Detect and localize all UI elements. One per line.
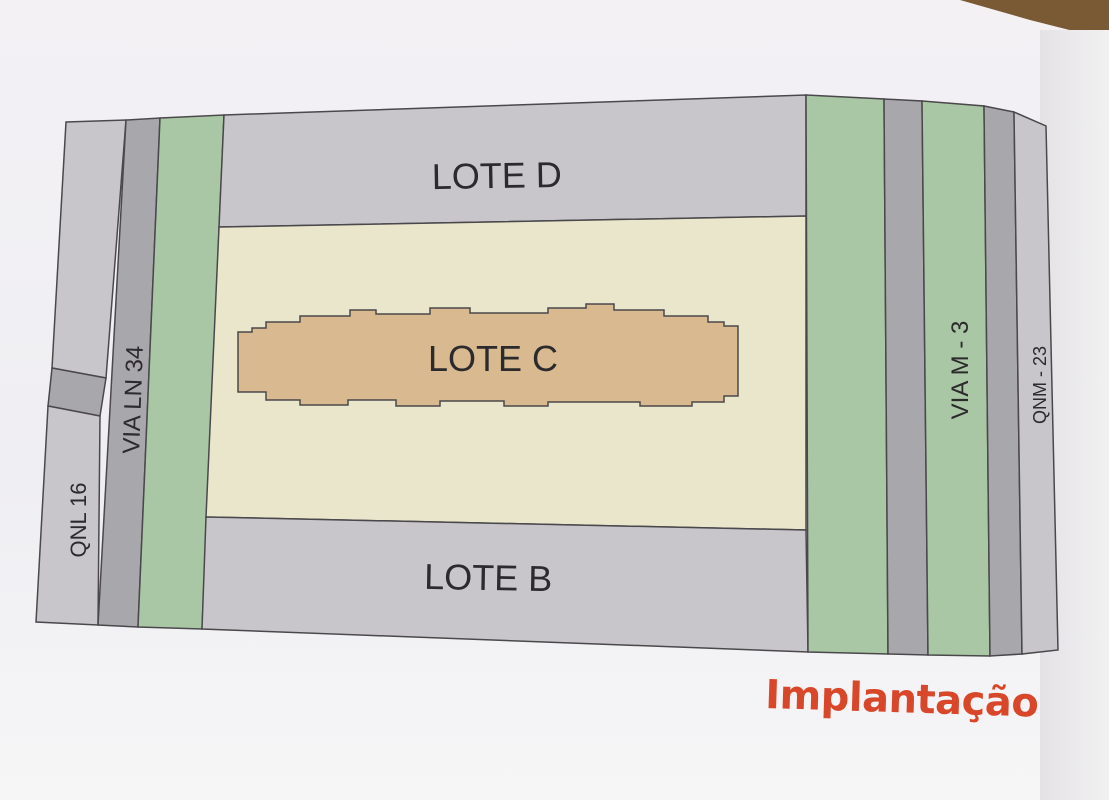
qnm-strip — [1013, 110, 1059, 655]
qnm-23-label: QNM - 23 — [1030, 346, 1050, 424]
right-road-1 — [883, 98, 929, 656]
via-m-3-label: VIA M - 3 — [947, 321, 974, 420]
qnl-16-label: QNL 16 — [66, 482, 91, 557]
right-green-strip-1 — [805, 94, 889, 655]
lote-c-label: LOTE C — [428, 338, 558, 379]
building-footprint — [237, 303, 739, 407]
lote-b-label: LOTE B — [424, 556, 553, 599]
lote-d-label: LOTE D — [431, 154, 562, 197]
page-title: Implantação — [764, 672, 1040, 727]
via-ln-34-label: VIA LN 34 — [118, 345, 149, 454]
